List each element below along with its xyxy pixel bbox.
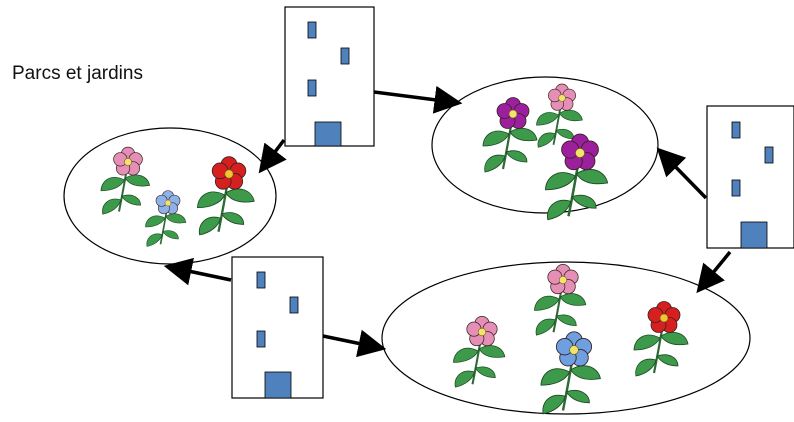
garden-top-right [431,76,659,221]
arrow-icon [696,250,732,294]
flower-icon [536,83,583,148]
flower-icon [545,133,609,221]
arrow-icon [258,138,287,174]
garden-bottom [381,261,751,415]
flower-icon [633,301,689,377]
building-icon-right [706,105,794,249]
flower-icon [482,97,538,173]
arrow-icon [373,85,463,114]
flower-icon [197,156,255,236]
page-title: Parcs et jardins [12,63,143,84]
flower-icon [534,263,587,336]
arrow-icon [163,257,232,286]
flower-icon [453,315,506,388]
garden-left [63,127,277,265]
arrow-icon [322,329,387,358]
flower-icon [145,190,187,247]
flower-icon [100,146,151,215]
building-icon-bottom [231,256,324,399]
arrow-icon [656,147,708,200]
flower-icon [540,331,601,415]
building-icon-top [284,6,375,147]
